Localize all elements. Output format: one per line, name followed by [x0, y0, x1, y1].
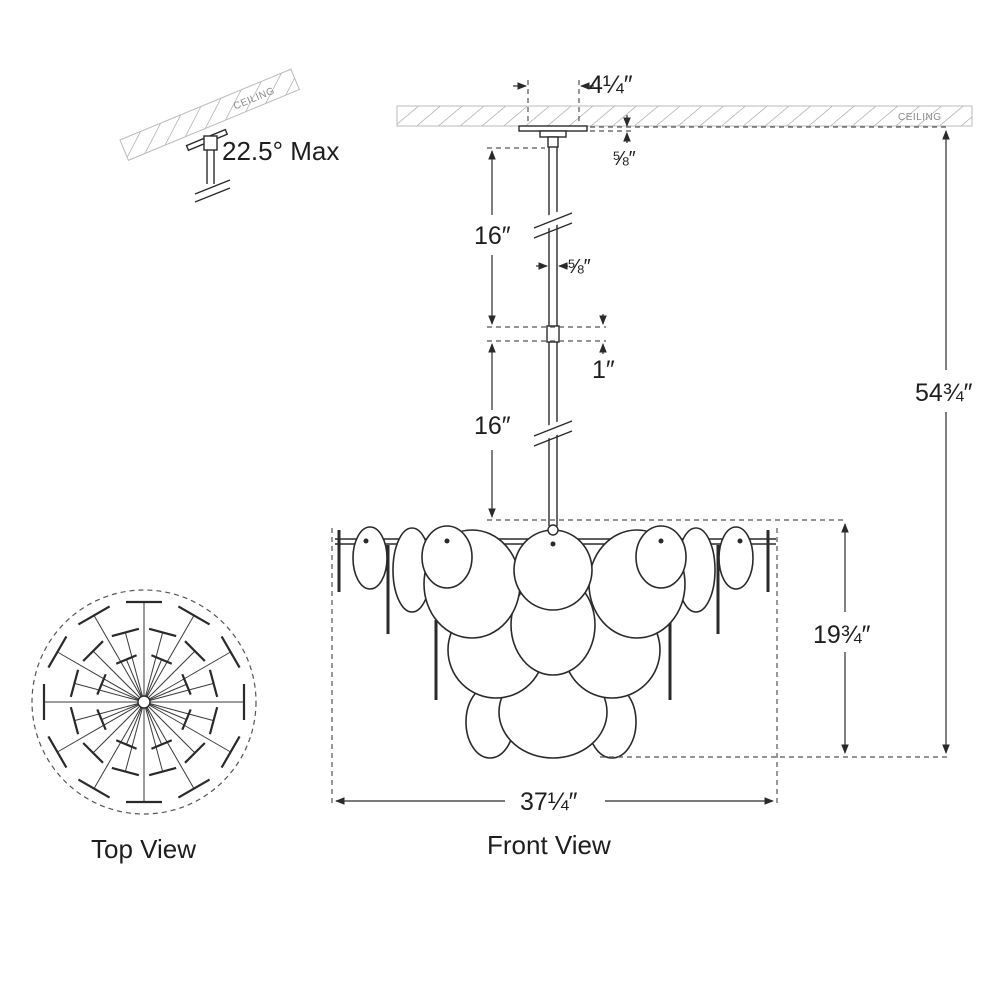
top-view-disc [77, 778, 111, 799]
top-view-arm [143, 701, 163, 745]
top-view-disc [181, 673, 192, 695]
top-view-arm [143, 682, 214, 703]
top-view-arm [92, 650, 145, 703]
top-view-disc [69, 706, 80, 735]
top-view-arm [124, 632, 145, 703]
top-view-disc [220, 635, 241, 669]
top-view-disc [208, 669, 219, 698]
front-view-caption: Front View [487, 830, 611, 860]
canopy-height-dim: ⅝″ [612, 148, 636, 170]
chandelier-top-view [31, 589, 257, 815]
top-view-disc [177, 605, 211, 626]
top-view-disc [77, 605, 111, 626]
top-view-disc [82, 640, 104, 662]
top-view-disc [184, 742, 206, 764]
top-view-arm [57, 651, 145, 703]
top-view-disc [115, 654, 137, 665]
top-view-disc [47, 635, 68, 669]
top-view-arm [57, 701, 145, 753]
top-view-arm [125, 701, 145, 745]
top-view-arm [74, 682, 145, 703]
top-view-spokes [42, 600, 246, 804]
rod-diameter-dim: ⅝″ [567, 256, 591, 278]
top-view-disc [181, 709, 192, 731]
top-view-arm [93, 701, 145, 789]
top-view-disc [96, 673, 107, 695]
top-view-arm [143, 701, 164, 772]
fixture-width-dim: 37¼″ [520, 788, 578, 816]
rod-lower-dim: 16″ [474, 412, 511, 440]
top-view-disc [177, 778, 211, 799]
top-view-arm [143, 701, 231, 753]
top-view-disc [111, 766, 140, 777]
top-view-disc [82, 742, 104, 764]
top-view-arm [101, 701, 145, 721]
top-view-disc [148, 766, 177, 777]
top-view-arm [143, 683, 187, 703]
overall-height-dim: 54¾″ [915, 379, 973, 407]
top-view-arm [143, 701, 214, 722]
top-view-disc [69, 669, 80, 698]
top-view-arm [101, 683, 145, 703]
top-view-disc [96, 709, 107, 731]
top-view-arm [74, 701, 145, 722]
ceiling-label-main: CEILING [898, 112, 942, 123]
top-view-arm [125, 659, 145, 703]
top-view-arm [143, 615, 195, 703]
top-view-arm [143, 650, 196, 703]
top-view-arm [92, 701, 145, 754]
top-view-arm [143, 651, 231, 703]
chandelier-front-view [335, 524, 776, 759]
top-view-disc [148, 627, 177, 638]
top-view-arm [143, 632, 164, 703]
top-view-disc [184, 640, 206, 662]
ceiling-slab: CEILING [396, 105, 973, 127]
canopy-and-rod [518, 125, 588, 526]
top-view-caption: Top View [91, 834, 196, 864]
top-view-disc [151, 654, 173, 665]
dimensions: 4¼″ ⅝″ 16″ ⅝″ 1″ 16″ 54¾″ [331, 71, 973, 816]
angle-max-label: 22.5° Max [222, 136, 339, 166]
top-view-disc [47, 735, 68, 769]
top-view-disc [111, 627, 140, 638]
top-view-disc [115, 739, 137, 750]
top-view-arm [143, 701, 187, 721]
top-view-disc [151, 739, 173, 750]
top-view-arm [124, 701, 145, 772]
canopy-width-dim: 4¼″ [589, 71, 633, 99]
top-view-arm [143, 701, 195, 789]
sloped-ceiling-detail: CEILING 22.5° Max [119, 68, 339, 203]
top-view-arm [143, 659, 163, 703]
rod-upper-dim: 16″ [474, 222, 511, 250]
top-view-arm [143, 701, 196, 754]
top-view-disc [220, 735, 241, 769]
top-view-disc [208, 706, 219, 735]
top-view-arm [93, 615, 145, 703]
rod-coupler-dim: 1″ [592, 356, 615, 384]
fixture-height-dim: 19¾″ [813, 621, 871, 649]
